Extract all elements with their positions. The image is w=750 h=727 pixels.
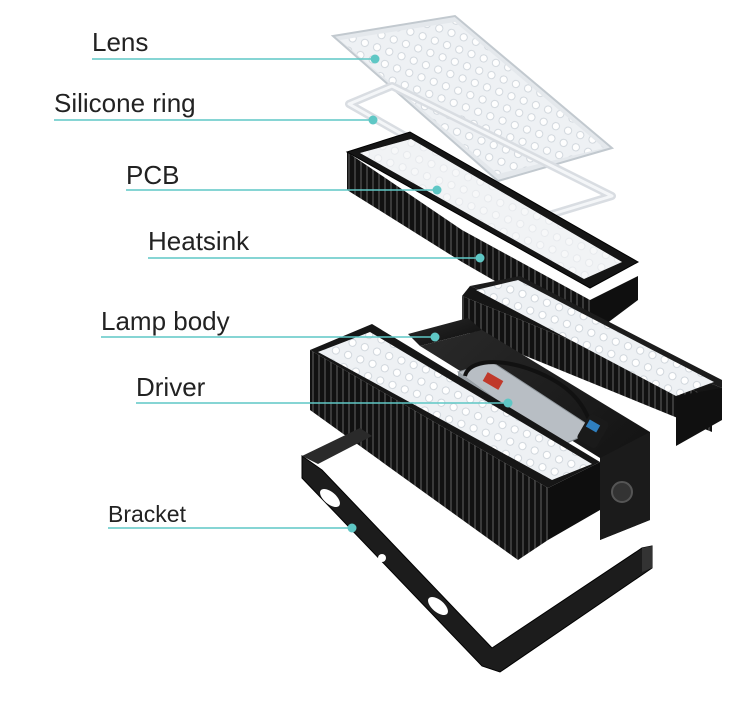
leader-lines xyxy=(54,54,513,533)
pcb-part xyxy=(345,131,640,289)
lens-part xyxy=(330,14,615,183)
leader-dot-bracket xyxy=(347,523,357,533)
bracket-part xyxy=(301,428,653,673)
label-driver: Driver xyxy=(136,372,206,402)
label-heatsink: Heatsink xyxy=(148,226,250,256)
rear-module-part xyxy=(462,276,722,446)
label-silicone-ring: Silicone ring xyxy=(54,88,196,118)
leader-dot-driver xyxy=(503,398,513,408)
lamp-body-part xyxy=(408,318,650,540)
label-lens: Lens xyxy=(92,27,149,57)
leader-dot-silicone-ring xyxy=(368,115,378,125)
leader-dot-heatsink xyxy=(475,253,485,263)
label-bracket: Bracket xyxy=(108,501,186,527)
leader-dot-lamp-body xyxy=(430,332,440,342)
leader-dot-pcb xyxy=(432,185,442,195)
label-pcb: PCB xyxy=(126,160,180,190)
label-lamp-body: Lamp body xyxy=(101,306,230,336)
leader-dot-lens xyxy=(370,54,380,64)
